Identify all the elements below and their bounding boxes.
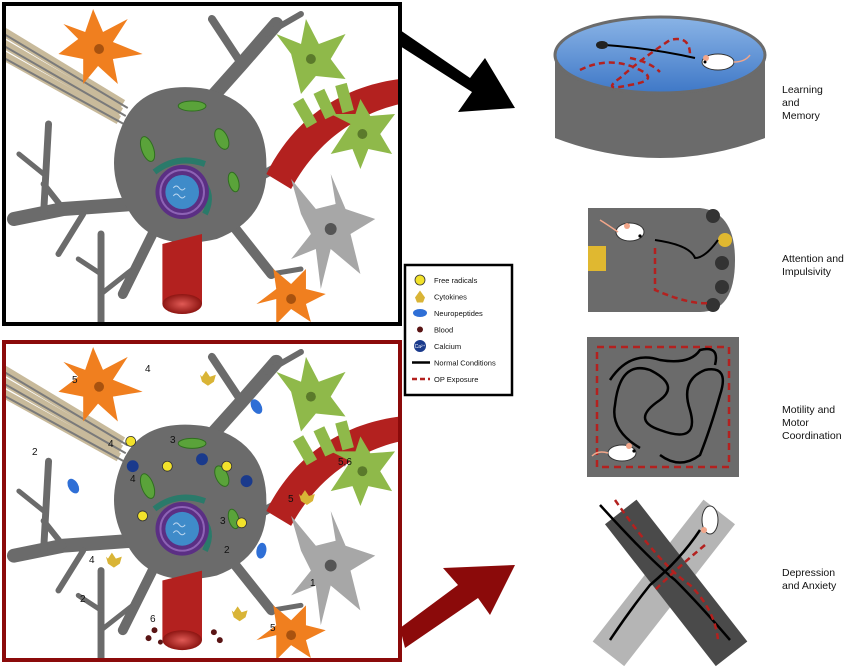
op-panel-frame xyxy=(2,340,402,662)
legend-item-2: Neuropeptides xyxy=(413,309,483,318)
normal-panel-frame xyxy=(2,2,402,326)
legend-item-3: Blood xyxy=(417,326,453,335)
legend-label: Calcium xyxy=(434,342,461,351)
marker-label: 4 xyxy=(130,474,136,485)
svg-text:Ca²⁺: Ca²⁺ xyxy=(415,344,426,350)
marker-label: 1 xyxy=(310,578,316,589)
marker-label: 3 xyxy=(170,435,176,446)
marker-label: 4 xyxy=(89,555,95,566)
legend-label: Normal Conditions xyxy=(434,359,496,368)
open-field-illustration xyxy=(587,337,739,477)
water-maze-illustration xyxy=(553,15,767,158)
blood-icon xyxy=(417,326,423,333)
marker-label: 6 xyxy=(150,614,156,625)
marker-label: 3 xyxy=(220,516,226,527)
marker-label: 4 xyxy=(145,364,151,375)
marker-label: 5 xyxy=(270,623,276,634)
normal-arrow xyxy=(400,30,515,112)
marker-label: 5 xyxy=(288,494,294,505)
legend: Free radicalsCytokinesNeuropeptidesBlood… xyxy=(403,263,514,397)
free-radical-marks xyxy=(125,436,247,529)
calcium-icon: Ca²⁺ xyxy=(414,340,426,352)
legend-label: Free radicals xyxy=(434,276,478,285)
cytokine-icon xyxy=(415,290,425,303)
legend-item-5: Normal Conditions xyxy=(412,359,496,368)
calcium-marks xyxy=(126,453,253,488)
pathology-markers: 5 4 4 3 2 4 3 2 4 2 6 1 5,6 5 5 xyxy=(32,364,352,634)
legend-item-6: OP Exposure xyxy=(412,375,478,384)
marker-label: 2 xyxy=(80,594,86,605)
neuropeptide-icon xyxy=(413,309,427,317)
marker-label: 4 xyxy=(108,439,114,450)
marker-label: 5,6 xyxy=(338,457,352,468)
marker-label: 2 xyxy=(32,447,38,458)
blood-leak-marks xyxy=(145,627,223,645)
legend-label: OP Exposure xyxy=(434,375,478,384)
elevated-plus-maze-illustration xyxy=(592,499,748,667)
marker-label: 5 xyxy=(72,375,78,386)
legend-label: Blood xyxy=(434,326,453,335)
cytokine-marks xyxy=(105,370,315,622)
normal-condition-panel xyxy=(2,2,402,326)
neuropeptide-marks xyxy=(67,399,267,559)
legend-item-4: Ca²⁺ Calcium xyxy=(414,340,461,352)
free-radical-icon xyxy=(414,274,426,286)
op-arrow xyxy=(400,565,515,648)
five-choice-chamber-illustration xyxy=(588,208,735,312)
legend-item-0: Free radicals xyxy=(414,274,478,286)
legend-label: Neuropeptides xyxy=(434,309,483,318)
legend-label: Cytokines xyxy=(434,293,467,302)
op-exposure-panel: 5 4 4 3 2 4 3 2 4 2 6 1 5,6 5 5 xyxy=(2,340,402,662)
marker-label: 2 xyxy=(224,545,230,556)
legend-item-1: Cytokines xyxy=(415,290,467,303)
